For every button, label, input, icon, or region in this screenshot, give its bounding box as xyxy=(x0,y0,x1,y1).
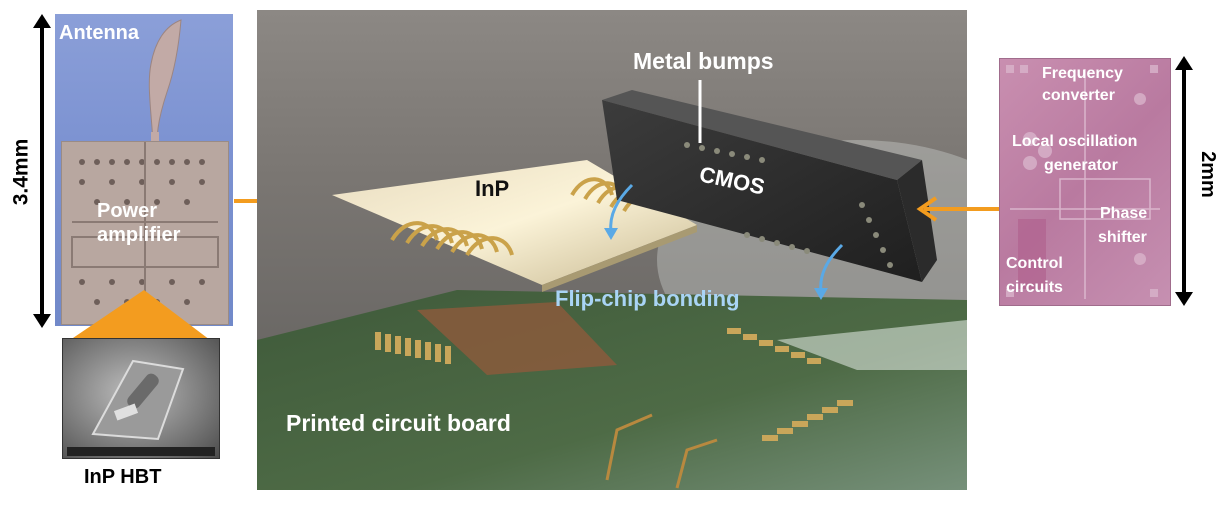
control-circuits-label-line2: circuits xyxy=(1006,279,1063,296)
cmos-top-edge xyxy=(602,90,922,180)
pcb-bond-pads xyxy=(375,328,853,441)
left-dimension-label: 3.4mm xyxy=(9,138,33,206)
power-amplifier-label-line2: amplifier xyxy=(97,224,181,246)
inp-hbt-label: InP HBT xyxy=(84,466,162,488)
pcb-copper-pad xyxy=(417,302,617,375)
printed-circuit-board-label: Printed circuit board xyxy=(286,410,511,436)
inp-label: InP xyxy=(475,176,510,201)
inp-chip-photo: Antenna Power amplifier xyxy=(55,14,233,326)
arrow-right-to-scene xyxy=(916,196,1000,222)
metal-bumps-label: Metal bumps xyxy=(633,48,774,74)
local-oscillation-label-line1: Local oscillation xyxy=(1012,133,1138,150)
flip-arrow-1 xyxy=(609,183,634,233)
power-amplifier-label-line1: Power xyxy=(97,200,158,222)
scene-illustration xyxy=(257,80,967,490)
flip-arrow-2 xyxy=(819,243,844,293)
inp-hbt-sem-image xyxy=(62,338,220,459)
phase-shifter-label-line1: Phase xyxy=(1100,205,1148,222)
frequency-converter-label-line1: Frequency xyxy=(1042,65,1123,82)
right-dimension-arrow xyxy=(1175,56,1193,306)
cmos-chip xyxy=(602,100,922,282)
control-circuits-label-line1: Control xyxy=(1006,255,1063,272)
frequency-converter-label-line2: converter xyxy=(1042,87,1115,104)
phase-shifter-label-line2: shifter xyxy=(1098,229,1147,246)
antenna-shape xyxy=(148,19,182,146)
flip-chip-bonding-label: Flip-chip bonding xyxy=(555,286,740,311)
flip-chip-assembly-scene: Metal bumps CMOS InP Flip-chip bonding P… xyxy=(257,10,967,490)
left-dimension-arrow xyxy=(33,14,51,328)
antenna-label: Antenna xyxy=(59,22,139,44)
cmos-bumps xyxy=(684,142,893,268)
local-oscillation-label-line2: generator xyxy=(1044,157,1118,174)
zoom-triangle xyxy=(70,290,210,340)
pcb-traces xyxy=(605,413,718,489)
hbt-device-shape xyxy=(67,359,215,456)
cmos-chip-photo: Frequency converter Local oscillation ge… xyxy=(999,58,1171,306)
right-dimension-label: 2mm xyxy=(1196,151,1219,198)
cmos-chip-pattern xyxy=(1006,65,1160,299)
